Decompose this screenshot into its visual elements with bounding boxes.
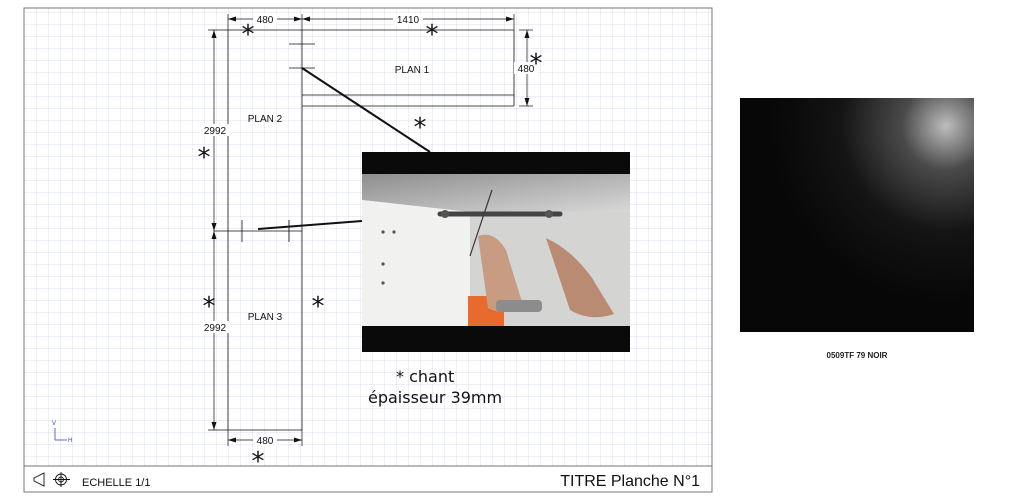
video-frame [362,152,630,352]
edge-marker-plan1-front: * [414,113,427,143]
callout-lines [257,67,431,230]
dimension-top-right: 1410 [397,15,420,26]
dimension-plan1-depth: 480 [518,64,535,75]
axis-label-v: V [52,421,56,427]
axis-label-h: H [68,438,72,444]
panel-label-plan1: PLAN 1 [395,65,430,76]
sheet-title: TITRE Planche N°1 [560,473,700,490]
projection-icon [33,472,70,487]
edge-marker-plan2-left: * [198,143,211,173]
edge-marker-right: * [530,49,543,79]
panel-outlines [214,29,515,431]
note-edge-line2: épaisseur 39mm [368,388,502,407]
axis-indicator: V H [52,421,72,444]
edge-marker-plan3-left: * [203,292,216,322]
dimension-arrows [211,16,530,443]
scale-label: ECHELLE 1/1 [82,477,150,489]
dimension-plan3-length: 2992 [204,323,227,334]
panel-label-plan2: PLAN 2 [248,114,283,125]
swatch-label: 0509TF 79 NOIR [827,351,888,360]
material-swatch [740,98,974,332]
edge-marker-plan3-right: * [312,292,325,322]
note-edge-line1: * chant [396,367,454,386]
dimension-bottom: 480 [257,436,274,447]
edge-marker-top-left: * [242,20,255,50]
edge-marker-top-right: * [426,20,439,50]
dimension-top-left: 480 [257,15,274,26]
title-block: ECHELLE 1/1 TITRE Planche N°1 [23,465,713,493]
dimension-plan2-length: 2992 [204,126,227,137]
panel-label-plan3: PLAN 3 [248,312,283,323]
